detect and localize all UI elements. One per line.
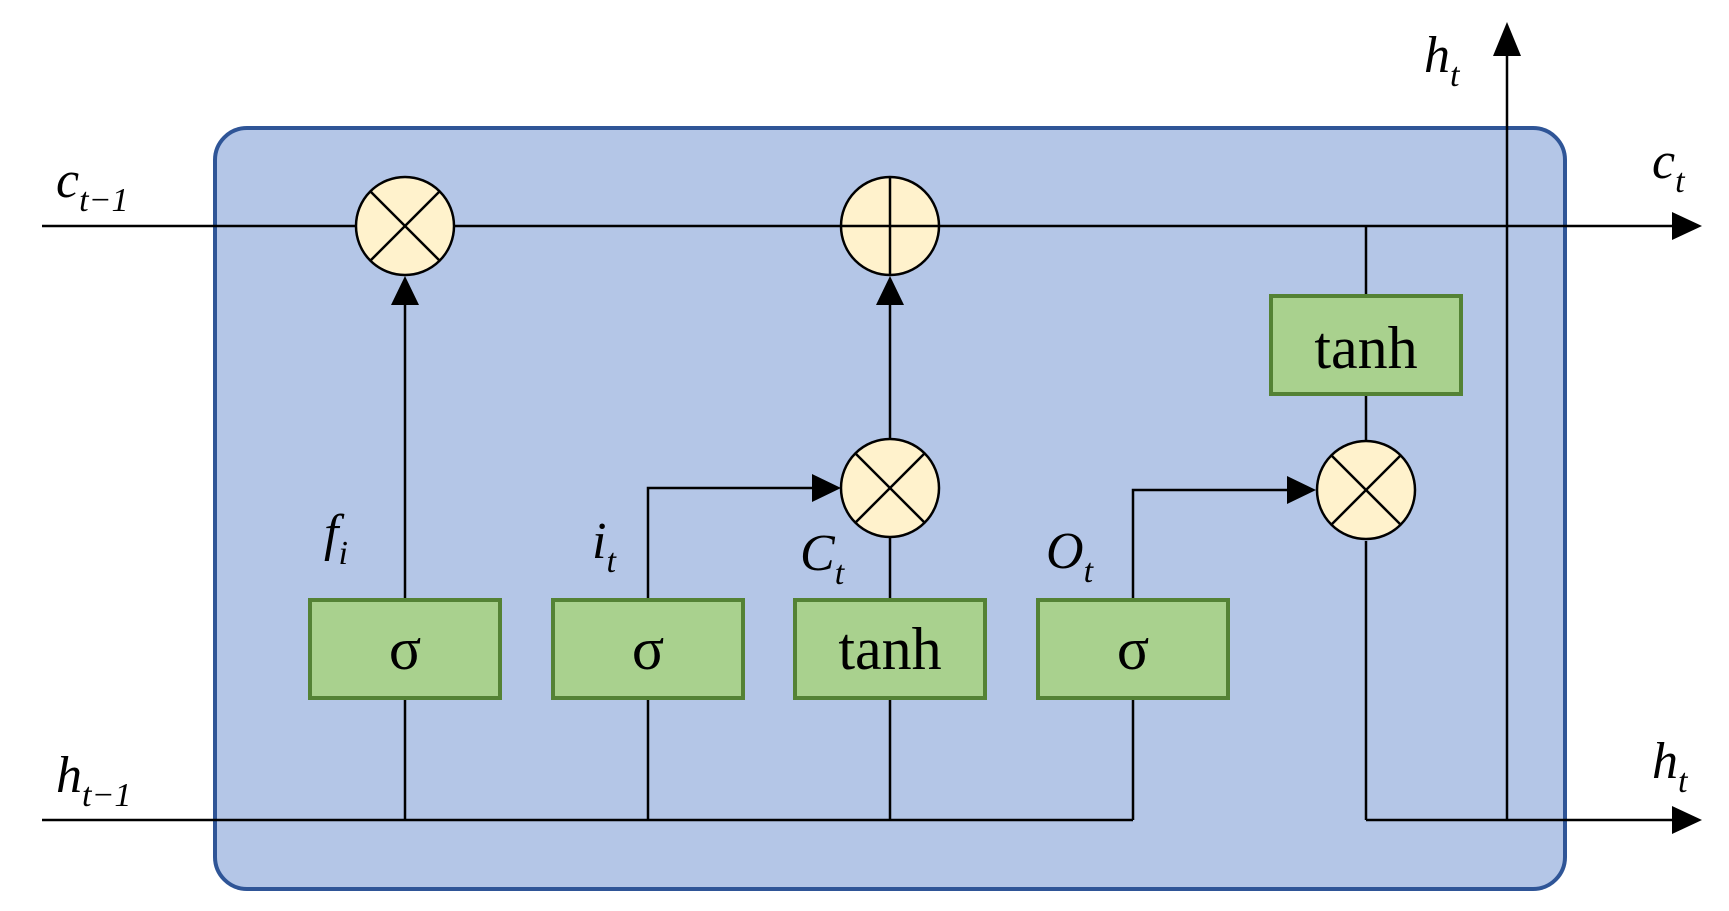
- hidden-up-arrow: [1493, 22, 1521, 56]
- input-gate-var-label: it: [592, 513, 617, 580]
- h-next-label: ht: [1652, 733, 1689, 800]
- forget-gate-arrow: [391, 276, 419, 305]
- input-gate-label: σ: [632, 616, 664, 682]
- candidate-var-label: Ct: [800, 525, 846, 592]
- c-next-label: ct: [1652, 133, 1686, 200]
- output-gate-label: σ: [1117, 616, 1149, 682]
- forget-gate-box: σ: [308, 598, 502, 700]
- h-prev-label: ht−1: [56, 747, 131, 814]
- hidden-output-arrow: [1672, 806, 1702, 834]
- cell-add-operator: [839, 175, 941, 277]
- candidate-gate-box: tanh: [793, 598, 987, 700]
- candidate-gate-label: tanh: [838, 616, 941, 682]
- cell-tanh-label: tanh: [1314, 315, 1417, 381]
- input-gate-box: σ: [551, 598, 745, 700]
- input-multiply-operator: [839, 437, 941, 539]
- h-up-label: ht: [1424, 27, 1461, 94]
- output-gate-output-wire: [1131, 488, 1287, 600]
- forget-gate-label: σ: [389, 616, 421, 682]
- input-gate-output-wire: [646, 486, 812, 600]
- output-gate-box: σ: [1036, 598, 1230, 700]
- output-multiply-operator: [1315, 439, 1417, 541]
- c-prev-label: ct−1: [56, 152, 128, 219]
- output-gate-arrow: [1287, 476, 1316, 504]
- input-gate-arrow: [812, 474, 841, 502]
- cell-state-arrow: [1672, 212, 1702, 240]
- forget-multiply-operator: [354, 175, 456, 277]
- output-gate-var-label: Ot: [1046, 523, 1095, 590]
- input-mult-to-add-arrow: [876, 276, 904, 305]
- cell-tanh-box: tanh: [1269, 294, 1463, 396]
